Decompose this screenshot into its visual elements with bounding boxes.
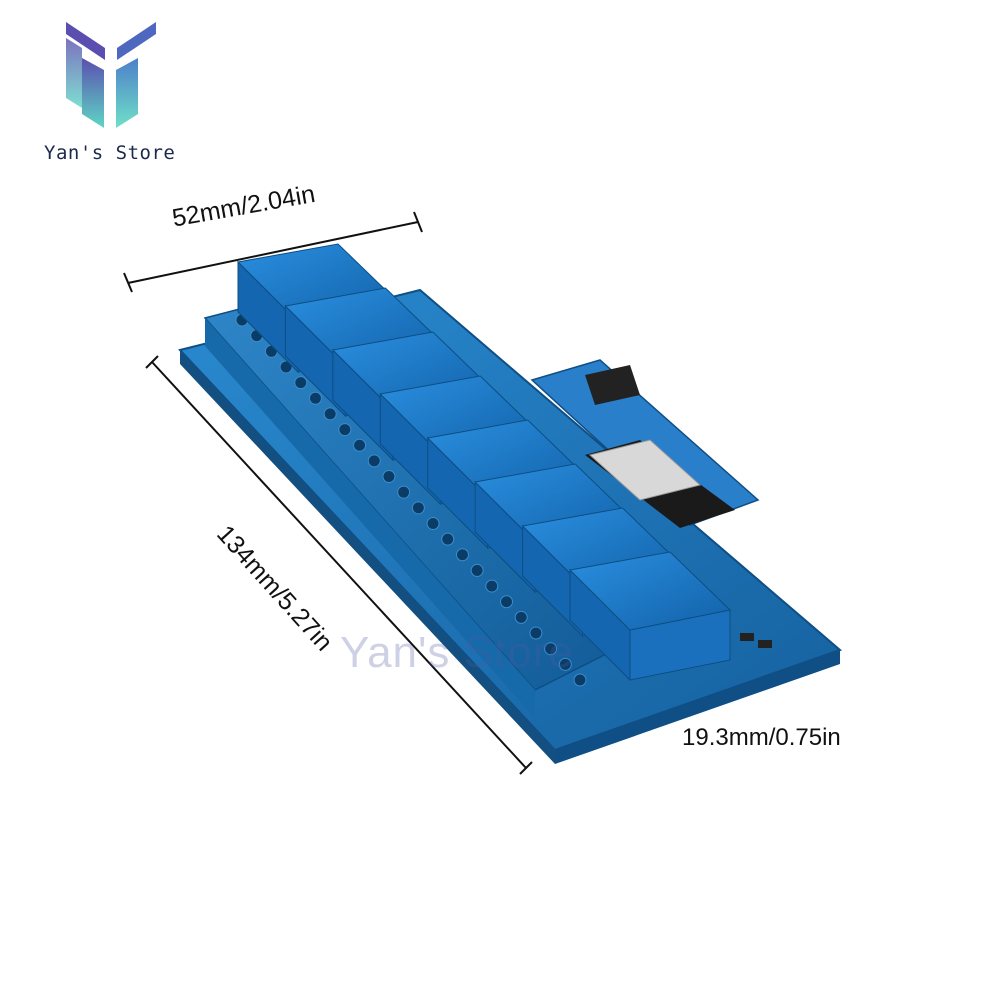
terminal-screw (338, 423, 352, 437)
terminal-screw (279, 360, 293, 374)
terminal-screw (353, 438, 367, 452)
length-dimension-line (145, 355, 533, 775)
brand-name: Yan's Store (44, 142, 176, 164)
terminal-screw (441, 532, 455, 546)
terminal-screw (544, 642, 558, 656)
terminal-screw (294, 376, 308, 390)
relays (236, 243, 732, 682)
wifi-module (530, 359, 760, 528)
relay (568, 551, 732, 682)
height-dimension-label: 19.3mm/0.75in (682, 724, 841, 751)
terminal-screw (382, 470, 396, 484)
terminal-screw (411, 501, 425, 515)
terminal-screws (235, 313, 587, 687)
smd-components (740, 633, 772, 648)
terminal-screw (367, 454, 381, 468)
watermark-text: Yan's Store (340, 628, 574, 677)
terminal-screw (426, 516, 440, 530)
terminal-screw (455, 548, 469, 562)
terminal-screw (308, 391, 322, 405)
terminal-screw (323, 407, 337, 421)
terminal-screw (397, 485, 411, 499)
terminal-screw (573, 673, 587, 687)
terminal-screw (500, 595, 514, 609)
terminal-screw (529, 626, 543, 640)
terminal-screw (470, 563, 484, 577)
brand-logo-icon (66, 22, 156, 128)
terminal-screw (514, 610, 528, 624)
terminal-screw (558, 657, 572, 671)
width-dimension-line (123, 211, 423, 293)
terminal-screw (485, 579, 499, 593)
